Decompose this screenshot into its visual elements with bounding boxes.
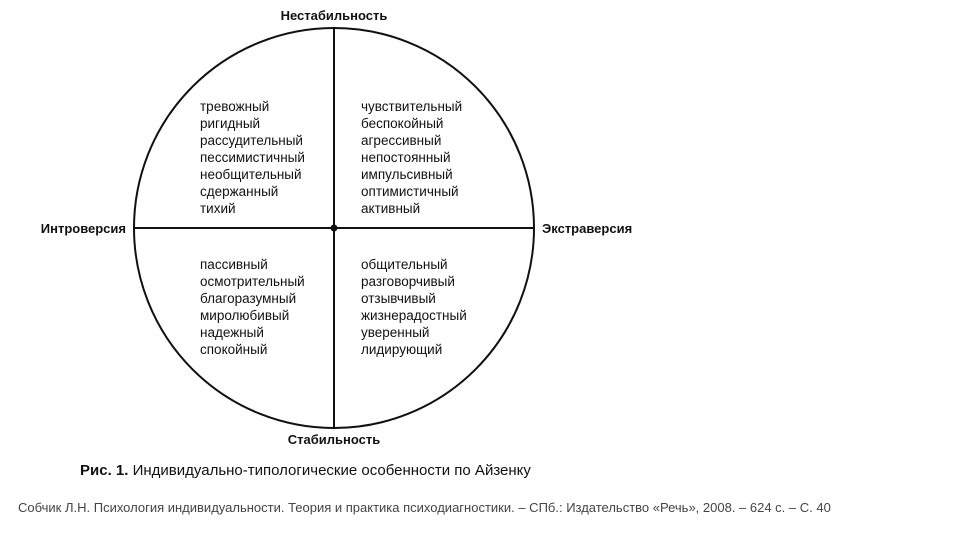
trait-label: оптимистичный <box>361 184 459 199</box>
axis-label-introversion: Интроверсия <box>41 221 126 236</box>
trait-label: общительный <box>361 257 448 272</box>
trait-label: тихий <box>200 201 236 216</box>
axis-label-stability: Стабильность <box>288 432 380 447</box>
trait-label: лидирующий <box>361 342 442 357</box>
trait-label: агрессивный <box>361 133 441 148</box>
axis-label-instability: Нестабильность <box>281 8 388 23</box>
trait-label: пессимистичный <box>200 150 305 165</box>
figure-caption-text: Индивидуально-типологические особенности… <box>132 462 531 479</box>
trait-label: непостоянный <box>361 150 451 165</box>
trait-label: разговорчивый <box>361 274 455 289</box>
trait-label: импульсивный <box>361 167 453 182</box>
figure-number: Рис. 1. <box>80 462 129 479</box>
trait-label: тревожный <box>200 99 269 114</box>
source-citation: Собчик Л.Н. Психология индивидуальности.… <box>18 500 831 515</box>
trait-label: осмотрительный <box>200 274 305 289</box>
trait-label: надежный <box>200 325 264 340</box>
trait-label: уверенный <box>361 325 429 340</box>
center-dot <box>330 224 338 232</box>
trait-label: ригидный <box>200 116 260 131</box>
trait-label: пассивный <box>200 257 268 272</box>
trait-label: рассудительный <box>200 133 303 148</box>
trait-label: необщительный <box>200 167 302 182</box>
quadrant-bottom-right: общительный разговорчивый отзывчивый жизнер… <box>361 257 467 357</box>
trait-label: миролюбивый <box>200 308 289 323</box>
trait-label: активный <box>361 201 420 216</box>
trait-label: спокойный <box>200 342 267 357</box>
axis-label-extraversion: Экстраверсия <box>542 221 632 236</box>
quadrant-bottom-left: пассивный осмотрительный благоразумный миро… <box>200 257 305 357</box>
trait-label: сдержанный <box>200 184 278 199</box>
trait-label: чувствительный <box>361 99 462 114</box>
trait-label: благоразумный <box>200 291 296 306</box>
trait-label: отзывчивый <box>361 291 436 306</box>
quadrant-top-right: чувствительный беспокойный агрессивный непо… <box>361 99 462 216</box>
quadrant-top-left: тревожный ригидный рассудительный пессимист… <box>200 99 305 216</box>
trait-label: жизнерадостный <box>361 308 467 323</box>
trait-label: беспокойный <box>361 116 443 131</box>
figure-caption: Рис. 1. Индивидуально-типологические осо… <box>80 462 531 479</box>
